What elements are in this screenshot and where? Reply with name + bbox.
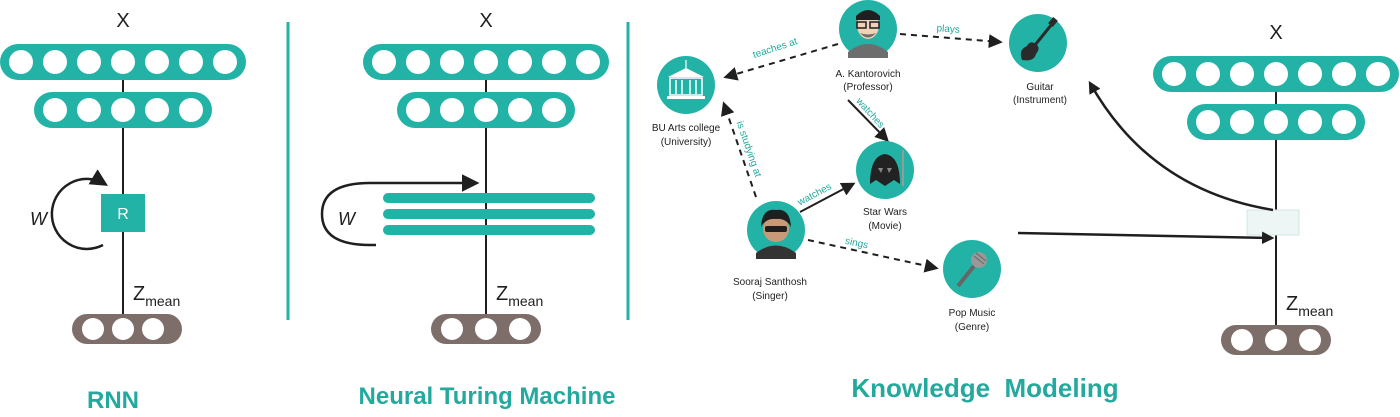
km-title: Knowledge Modeling: [851, 373, 1118, 403]
node-starwars: Star Wars (Movie): [856, 141, 914, 232]
rnn-layer-second: [34, 92, 212, 128]
rnn-panel: X R W Zmean RNN: [0, 10, 246, 414]
node-pop-type: (Genre): [955, 322, 989, 333]
rnn-layer-top: [0, 44, 246, 80]
ntm-layer-latent: [431, 314, 541, 344]
ntm-panel: X W Zmean Neural Turing Machine: [320, 10, 616, 410]
node-professor-name: A. Kantorovich: [835, 69, 900, 80]
node-professor: A. Kantorovich (Professor): [835, 0, 901, 93]
rnn-w-label: W: [30, 209, 49, 229]
edge-is-studying-at: [721, 101, 757, 198]
node-starwars-type: (Movie): [868, 221, 901, 232]
node-singer: Sooraj Santhosh (Singer): [733, 201, 807, 302]
ntm-memory-bank: [383, 193, 595, 235]
rnn-title: RNN: [87, 387, 139, 414]
edge-teaches-at: [723, 43, 839, 81]
edge-singer-watches: [799, 182, 856, 213]
rnn-layer-latent: [72, 314, 182, 344]
building-icon: [667, 60, 705, 99]
rnn-recurrent-arrow: [50, 169, 108, 251]
professor-icon: [848, 10, 888, 58]
edge-prof-watches: [847, 99, 889, 143]
node-university-type: (University): [661, 137, 712, 148]
node-guitar: Guitar (Instrument): [1009, 14, 1067, 106]
ntm-title: Neural Turing Machine: [359, 383, 616, 410]
edge-sings: [807, 239, 939, 273]
ntm-memory-loop-arrow: [320, 174, 480, 247]
ntm-z-label: Zmean: [496, 283, 543, 309]
node-guitar-type: (Instrument): [1013, 95, 1067, 106]
darth-vader-icon: [870, 150, 904, 186]
node-professor-type: (Professor): [843, 82, 892, 93]
guitar-icon: [1020, 17, 1058, 61]
node-university: BU Arts college (University): [652, 56, 721, 148]
rnn-recurrent-unit: [101, 194, 145, 232]
node-pop: Pop Music (Genre): [943, 240, 1001, 333]
node-university-name: BU Arts college: [652, 123, 721, 134]
edge-plays: [899, 33, 1003, 49]
ntm-w-label: W: [338, 209, 357, 229]
node-starwars-name: Star Wars: [863, 207, 907, 218]
km-graph-to-network-arrow: [1017, 231, 1275, 245]
edge-label-sings: sings: [844, 236, 869, 252]
edge-label-prof-watches: watches: [853, 95, 886, 130]
km-input-label: X: [1269, 22, 1282, 44]
km-layer-latent: [1221, 325, 1331, 355]
ntm-layer-second: [397, 92, 575, 128]
rnn-z-label: Zmean: [133, 283, 180, 309]
rnn-unit-label: R: [117, 206, 129, 223]
km-panel: teaches at plays watches is studying at …: [652, 0, 1399, 403]
node-singer-type: (Singer): [752, 291, 788, 302]
node-pop-name: Pop Music: [949, 308, 996, 319]
edge-label-is-studying-at: is studying at: [734, 120, 763, 179]
km-layer-second: [1187, 104, 1365, 140]
rnn-input-label: X: [116, 10, 129, 32]
microphone-icon: [956, 252, 987, 288]
km-z-label: Zmean: [1286, 293, 1333, 319]
edge-label-plays: plays: [936, 23, 960, 36]
km-memory-slot: [1246, 209, 1300, 236]
node-singer-name: Sooraj Santhosh: [733, 277, 807, 288]
singer-icon: [756, 209, 796, 259]
km-query-arrow: [1088, 80, 1274, 212]
ntm-input-label: X: [479, 10, 492, 32]
km-layer-top: [1153, 56, 1399, 92]
ntm-layer-top: [363, 44, 609, 80]
node-guitar-name: Guitar: [1026, 82, 1054, 93]
